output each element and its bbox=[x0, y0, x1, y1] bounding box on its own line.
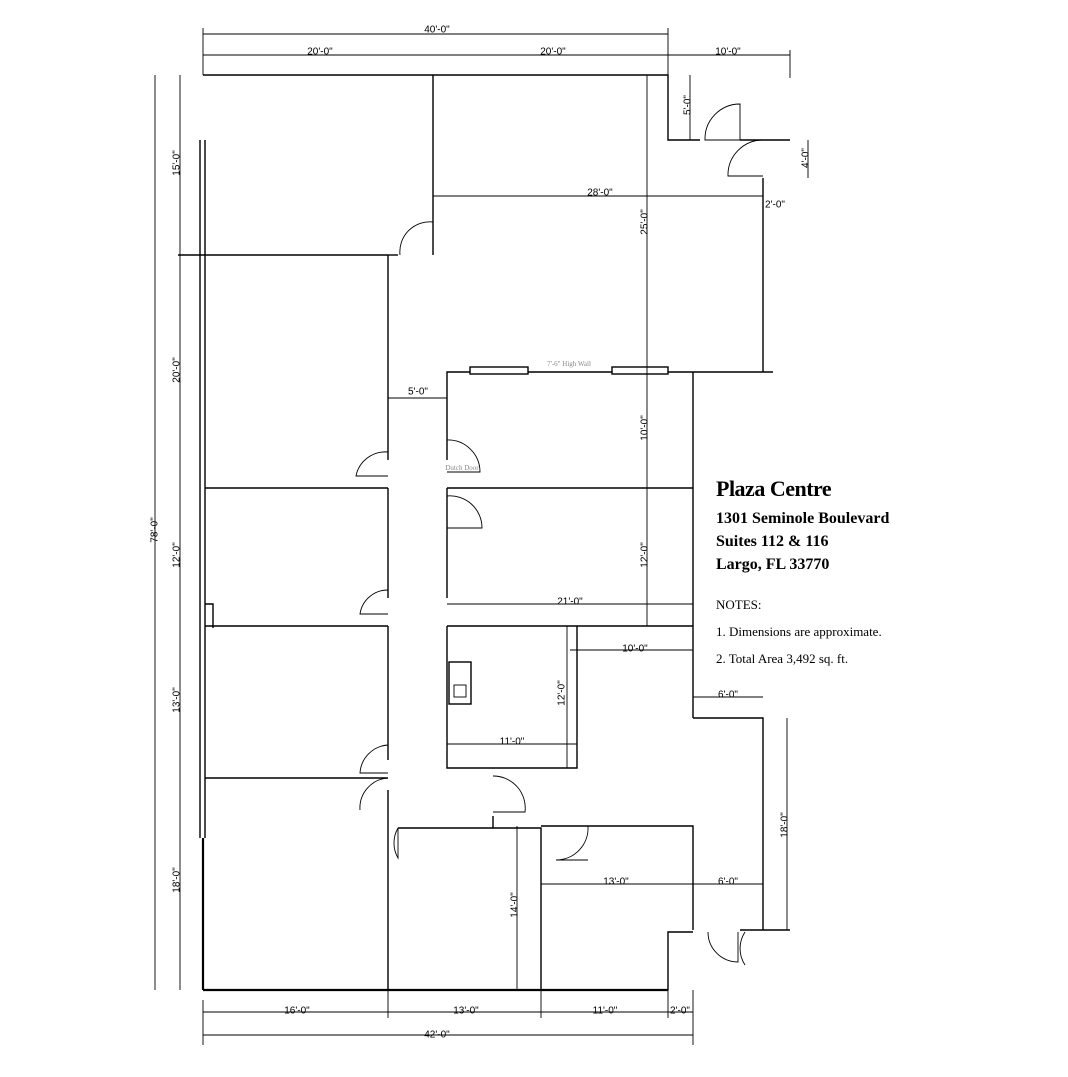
dim-label: 10'-0" bbox=[622, 644, 648, 655]
dim-label: 11'-0" bbox=[593, 1006, 618, 1017]
dim-label: 40'-0" bbox=[424, 25, 450, 36]
dim-label: 42'-0" bbox=[424, 1030, 450, 1041]
dim-label: 10'-0" bbox=[640, 415, 651, 441]
dim-label: 14'-0" bbox=[510, 892, 521, 918]
city: Largo, FL 33770 bbox=[716, 556, 829, 573]
dim-label: 12'-0" bbox=[557, 680, 568, 706]
dim-label: 20'-0" bbox=[172, 357, 183, 383]
dim-label: 25'-0" bbox=[640, 209, 651, 235]
doors bbox=[355, 103, 764, 966]
dim-label: 11'-0" bbox=[500, 737, 525, 748]
dim-label: 6'-0" bbox=[718, 690, 738, 701]
note-1: 1. Dimensions are approximate. bbox=[716, 624, 882, 639]
dim-label: 5'-0" bbox=[683, 95, 694, 115]
dim-label: 2'-0" bbox=[670, 1006, 690, 1017]
dimension-labels: 40'-0" 20'-0" 20'-0" 10'-0" 5'-0" 4'-0" … bbox=[150, 25, 812, 1041]
dim-label: 6'-0" bbox=[718, 877, 738, 888]
dim-label: 13'-0" bbox=[453, 1006, 479, 1017]
walls bbox=[178, 74, 790, 992]
dim-label: 16'-0" bbox=[284, 1006, 310, 1017]
dutch-door-label: Dutch Door bbox=[445, 464, 479, 472]
title-block: Plaza Centre 1301 Seminole Boulevard Sui… bbox=[716, 476, 889, 666]
dim-label: 18'-0" bbox=[780, 812, 791, 838]
dim-label: 78'-0" bbox=[150, 517, 161, 543]
dim-label: 2'-0" bbox=[765, 200, 785, 211]
address: 1301 Seminole Boulevard bbox=[716, 510, 889, 527]
dim-label: 28'-0" bbox=[587, 188, 613, 199]
note-2: 2. Total Area 3,492 sq. ft. bbox=[716, 651, 848, 666]
dim-label: 12'-0" bbox=[172, 542, 183, 568]
dim-label: 15'-0" bbox=[172, 150, 183, 176]
dim-label: 12'-0" bbox=[640, 542, 651, 568]
dim-label: 21'-0" bbox=[557, 597, 583, 608]
dim-label: 10'-0" bbox=[715, 47, 741, 58]
dim-label: 20'-0" bbox=[307, 47, 333, 58]
dim-label: 13'-0" bbox=[603, 877, 629, 888]
dim-label: 5'-0" bbox=[408, 387, 428, 398]
dim-label: 4'-0" bbox=[801, 148, 812, 168]
dim-label: 20'-0" bbox=[540, 47, 566, 58]
dim-label: 18'-0" bbox=[172, 867, 183, 893]
property-name: Plaza Centre bbox=[716, 476, 832, 501]
high-wall-label: 7'-6" High Wall bbox=[547, 360, 591, 368]
dim-label: 13'-0" bbox=[172, 687, 183, 713]
dimension-lines bbox=[154, 28, 809, 1045]
suites: Suites 112 & 116 bbox=[716, 533, 828, 550]
notes-heading: NOTES: bbox=[716, 597, 762, 612]
